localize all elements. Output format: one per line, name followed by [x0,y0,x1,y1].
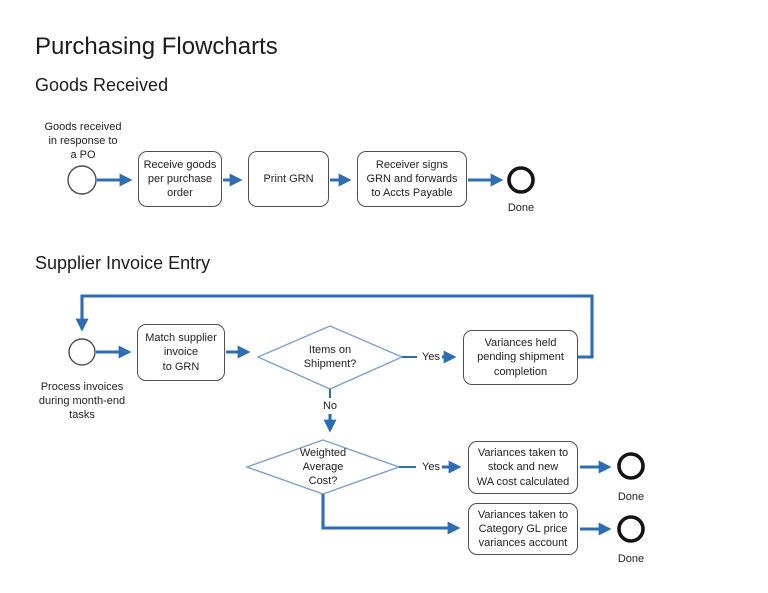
process-variances-gl: Variances taken to Category GL price var… [468,503,578,555]
arrow-wa-no-to-variances-gl [321,494,461,535]
start-label-invoice: Process invoices during month-end tasks [38,381,126,422]
process-match-supplier-invoice: Match supplier invoice to GRN [137,324,225,381]
end-event-circle-stock [617,452,645,480]
end-event-circle-gl [617,515,645,543]
done-label-stock: Done [617,491,645,503]
done-label-goods: Done [507,202,535,214]
start-label-goods: Goods received in response to a PO [44,121,122,162]
process-variances-stock: Variances taken to stock and new WA cost… [468,441,578,494]
done-label-gl: Done [617,553,645,565]
start-event-circle-goods [67,165,97,195]
branch-label-no-items: No [322,400,338,412]
process-variances-held: Variances held pending shipment completi… [463,330,578,385]
process-receive-goods: Receive goods per purchase order [138,151,222,207]
process-receiver-signs: Receiver signs GRN and forwards to Accts… [357,151,467,207]
section-heading-goods-received: Goods Received [35,75,169,95]
section-heading-supplier-invoice: Supplier Invoice Entry [35,253,211,273]
branch-label-yes-items: Yes [422,351,440,363]
decision-weighted-average-label: Weighted Average Cost? [299,447,347,488]
process-print-grn: Print GRN [248,151,329,207]
loop-connector-variances-held-to-start [75,294,594,359]
end-event-circle-goods [507,166,535,194]
decision-items-on-shipment-label: Items on Shipment? [303,344,357,371]
branch-label-yes-wa: Yes [422,461,440,473]
start-event-circle-invoice [68,338,96,366]
page-title: Purchasing Flowcharts [35,33,278,60]
